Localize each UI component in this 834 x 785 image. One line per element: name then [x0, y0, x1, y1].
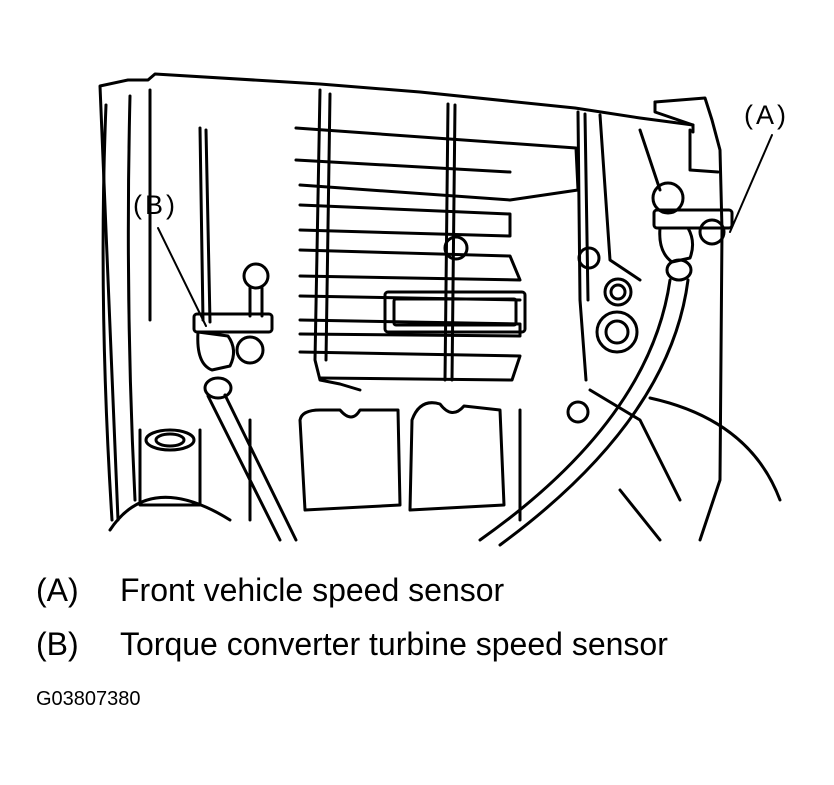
sensor-a: [478, 181, 782, 547]
valve-body: [294, 88, 601, 424]
legend-item-b: (B) Torque converter turbine speed senso…: [36, 626, 668, 663]
legend-key: (B): [36, 626, 79, 662]
legend-text: Front vehicle speed sensor: [120, 572, 505, 608]
transmission-housing: [98, 72, 724, 542]
legend-item-a: (A) Front vehicle speed sensor: [36, 572, 504, 609]
oil-pan: [108, 388, 682, 542]
figure-id: G03807380: [36, 688, 141, 710]
legend-text: Torque converter turbine speed sensor: [120, 626, 668, 662]
legend-key: (A): [36, 572, 79, 608]
sensor-b: [192, 126, 298, 542]
transmission-illustration: [98, 72, 782, 547]
leader-line-a: [729, 134, 773, 233]
callout-label-b: (B): [133, 190, 178, 220]
callout-label-a: (A): [744, 100, 789, 130]
housing-bosses: [595, 277, 639, 354]
leader-lines: [157, 134, 773, 327]
leader-line-b: [157, 227, 207, 327]
